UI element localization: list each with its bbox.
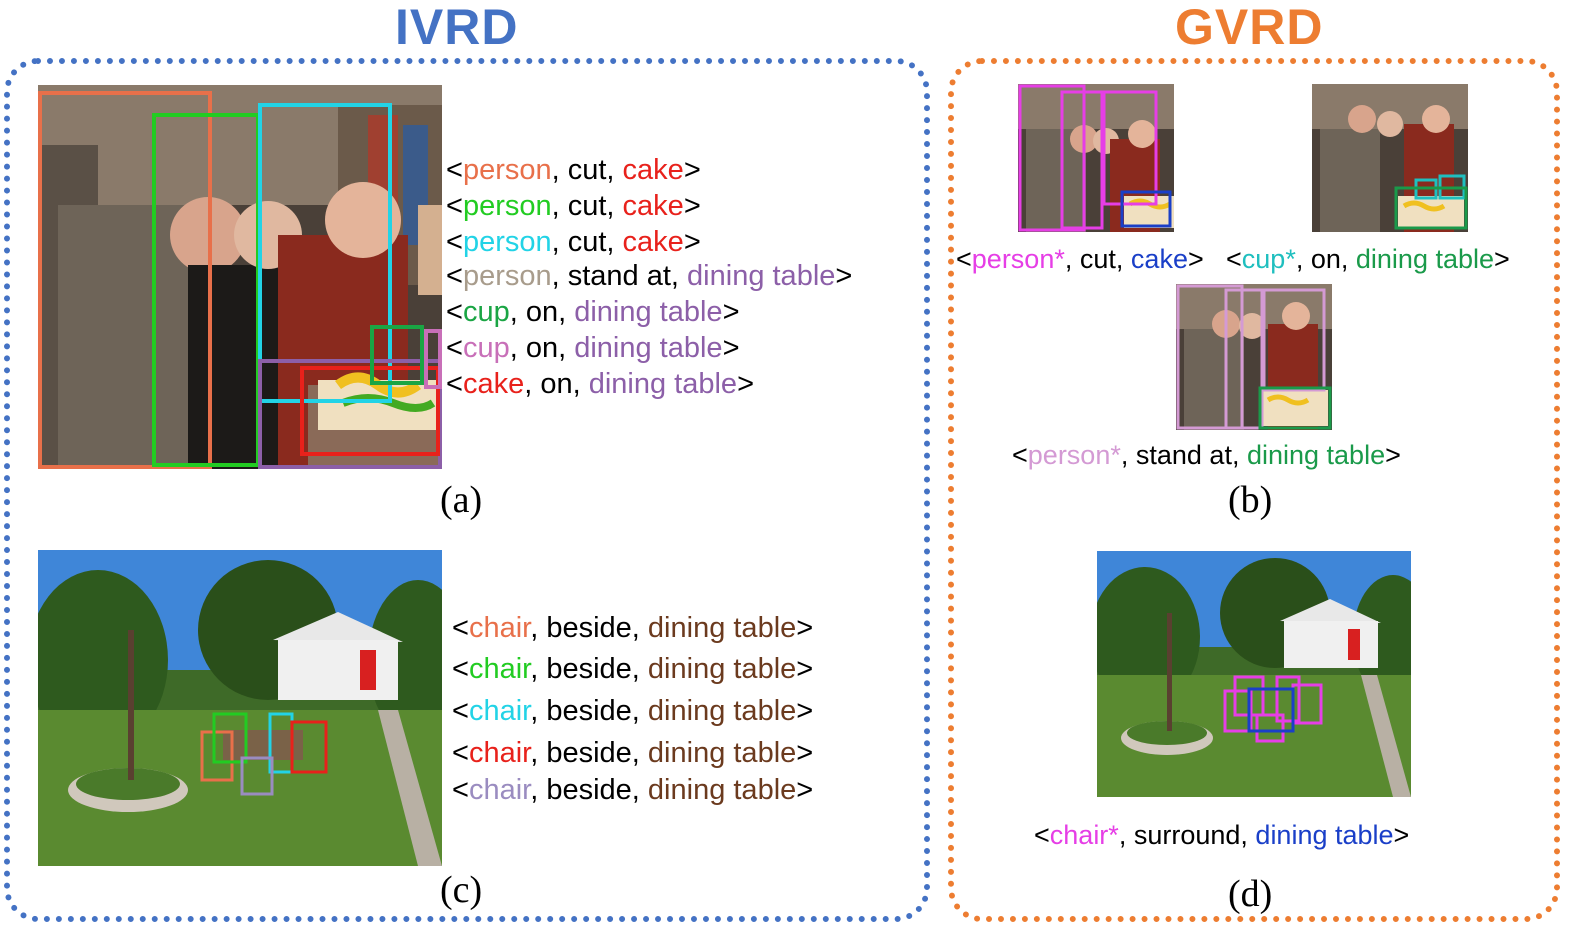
triple-subject: cup* <box>1241 244 1296 274</box>
photo-gvrd-person-table <box>1176 284 1332 430</box>
triple-object: dining table <box>574 332 723 364</box>
triple-object: dining table <box>647 695 797 727</box>
triple-predicate: cut <box>567 190 607 222</box>
panel-b-triple-1: <person*, cut, cake> <box>956 244 1204 274</box>
triple-predicate: cut <box>567 226 607 258</box>
triple-row: <chair, beside, dining table> <box>452 774 814 806</box>
photo-gvrd-person-table-boxes <box>1176 284 1332 430</box>
triple-object: cake <box>622 190 684 222</box>
triple-row: <cake, on, dining table> <box>446 368 754 400</box>
triple-predicate: cut <box>567 154 607 186</box>
photo-cake-cutting <box>38 85 442 469</box>
triple-predicate: beside <box>546 695 632 727</box>
triple-object: cake <box>622 226 684 258</box>
triple-object: dining table <box>1246 440 1386 470</box>
triple-row: <chair, beside, dining table> <box>452 653 814 685</box>
triple-predicate: on <box>540 368 573 400</box>
triple-subject: cup <box>462 332 510 364</box>
triple-subject: person <box>462 190 552 222</box>
triple-row: <cup, on, dining table> <box>446 296 740 328</box>
gvrd-title: GVRD <box>1175 0 1324 55</box>
triple-object: dining table <box>1355 244 1495 274</box>
panel-b-triple-3: <person*, stand at, dining table> <box>1012 440 1401 470</box>
photo-gvrd-garden-boxes <box>1223 675 1323 743</box>
triple-subject: person* <box>1027 440 1121 470</box>
triple-row: <person, cut, cake> <box>446 154 701 186</box>
triple-subject: person <box>462 154 552 186</box>
triple-object: cake <box>622 154 684 186</box>
triple-subject: chair <box>468 774 531 806</box>
triple-predicate: stand at <box>567 260 671 292</box>
triple-subject: person* <box>971 244 1065 274</box>
triple-object: dining table <box>574 296 723 328</box>
caption-d: (d) <box>1228 873 1273 915</box>
caption-b: (b) <box>1228 479 1273 521</box>
ivrd-panel-border <box>4 58 930 922</box>
photo-gvrd-cup-table-boxes <box>1394 174 1468 230</box>
triple-row: <chair, beside, dining table> <box>452 737 814 769</box>
caption-c: (c) <box>440 869 483 911</box>
triple-object: dining table <box>588 368 738 400</box>
triple-object: dining table <box>647 774 797 806</box>
panel-d-triple: <chair*, surround, dining table> <box>1034 820 1410 850</box>
triple-subject: chair <box>468 653 531 685</box>
triple-row: <person, cut, cake> <box>446 226 701 258</box>
photo-gvrd-garden <box>1097 551 1411 797</box>
triple-row: <person, stand at, dining table> <box>446 260 853 292</box>
triple-predicate: beside <box>546 653 632 685</box>
ivrd-title: IVRD <box>395 0 519 55</box>
triple-object: cake <box>1130 244 1188 274</box>
photo-cake-cutting-boxes <box>38 91 442 469</box>
triple-predicate: on <box>1310 244 1341 274</box>
triple-object: dining table <box>687 260 836 292</box>
triple-predicate: beside <box>546 737 632 769</box>
triple-object: dining table <box>647 737 797 769</box>
triple-row: <chair, beside, dining table> <box>452 695 814 727</box>
triple-object: dining table <box>647 612 797 644</box>
triple-subject: chair <box>468 612 531 644</box>
photo-garden <box>38 550 442 866</box>
triple-subject: person <box>462 226 552 258</box>
triple-subject: chair* <box>1049 820 1119 850</box>
triple-predicate: beside <box>546 612 632 644</box>
triple-predicate: on <box>525 296 559 328</box>
photo-gvrd-cup-table <box>1312 84 1468 232</box>
triple-predicate: beside <box>546 774 632 806</box>
triple-row: <person, cut, cake> <box>446 190 701 222</box>
panel-b-triple-2: <cup*, on, dining table> <box>1226 244 1510 274</box>
triple-subject: chair <box>468 695 531 727</box>
triple-predicate: stand at <box>1135 440 1232 470</box>
triple-subject: cake <box>462 368 525 400</box>
triple-object: dining table <box>647 653 797 685</box>
triple-predicate: cut <box>1079 244 1116 274</box>
triple-object: dining table <box>1255 820 1394 850</box>
triple-subject: chair <box>468 737 531 769</box>
triple-subject: cup <box>462 296 510 328</box>
triple-row: <chair, beside, dining table> <box>452 612 814 644</box>
triple-predicate: on <box>525 332 559 364</box>
triple-predicate: surround <box>1133 820 1241 850</box>
triple-row: <cup, on, dining table> <box>446 332 740 364</box>
caption-a: (a) <box>440 479 483 521</box>
triple-subject: person <box>462 260 552 292</box>
photo-garden-boxes <box>200 712 328 796</box>
photo-gvrd-person-cake-boxes <box>1018 84 1172 232</box>
gvrd-panel-border <box>948 58 1560 922</box>
